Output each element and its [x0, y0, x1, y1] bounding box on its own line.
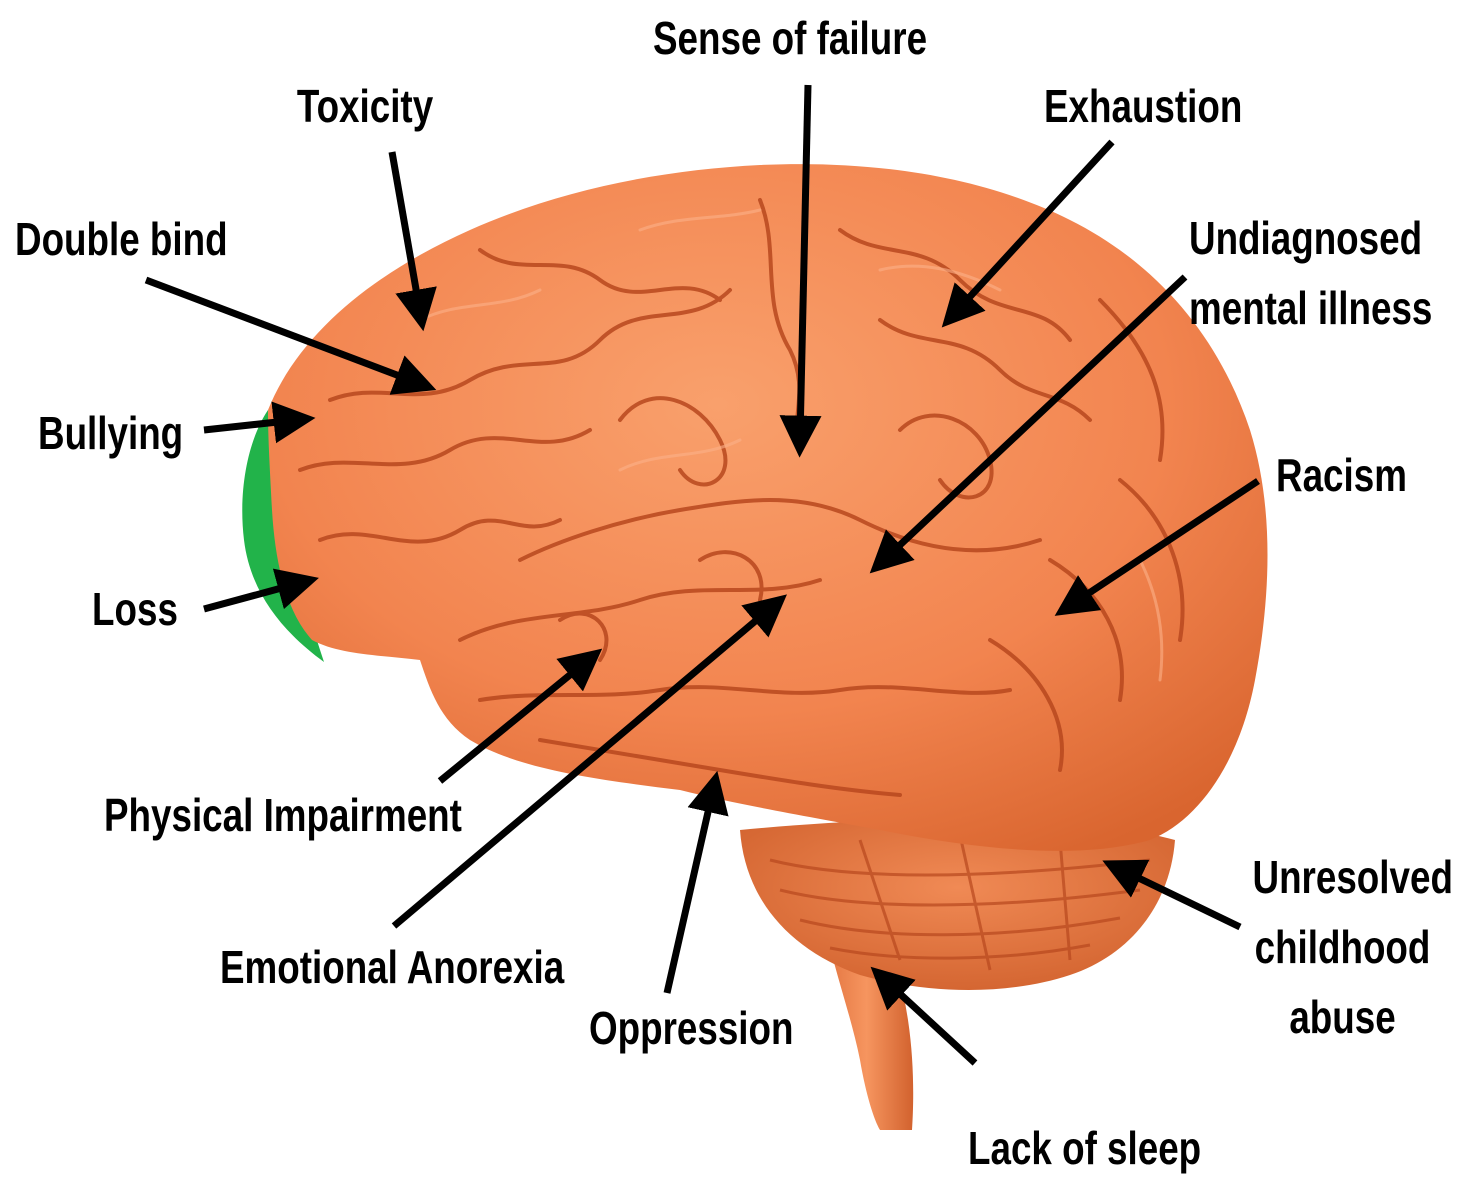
label-physical-impairment: Physical Impairment [104, 779, 456, 851]
label-unresolved-line-1: Unresolved [1253, 842, 1433, 912]
label-unresolved-line-3: abuse [1253, 982, 1433, 1052]
label-racism: Racism [1276, 439, 1404, 511]
label-unresolved-line-2: childhood [1253, 912, 1433, 982]
label-sense-of-failure: Sense of failure [653, 2, 917, 74]
label-emotional-anorexia: Emotional Anorexia [220, 931, 540, 1003]
label-loss: Loss [91, 573, 179, 645]
label-bullying: Bullying [38, 397, 182, 469]
cerebrum [268, 164, 1268, 851]
label-undiagnosed-line-1: Undiagnosed [1189, 203, 1421, 273]
label-undiagnosed-line-2: mental illness [1189, 273, 1421, 343]
label-oppression: Oppression [589, 992, 781, 1064]
label-unresolved-childhood-abuse: Unresolved childhood abuse [1253, 842, 1433, 1052]
label-exhaustion: Exhaustion [1044, 70, 1236, 142]
arrow-oppression [667, 790, 713, 993]
label-double-bind: Double bind [15, 203, 215, 275]
label-undiagnosed-mental-illness: Undiagnosed mental illness [1189, 203, 1421, 343]
label-toxicity: Toxicity [289, 70, 441, 142]
label-lack-of-sleep: Lack of sleep [968, 1112, 1192, 1184]
